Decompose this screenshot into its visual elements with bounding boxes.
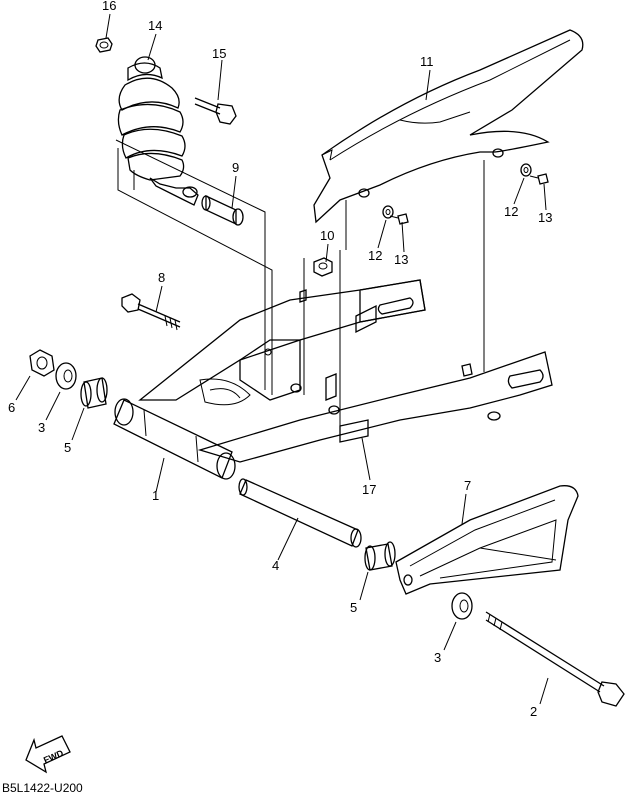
fwd-text: FWD [42, 748, 65, 766]
part-label-2: 2 [530, 704, 537, 719]
pivot-shaft [238, 478, 362, 548]
part-label-6: 6 [8, 400, 15, 415]
rear-shock-absorber [117, 56, 199, 206]
fwd-arrow-icon: FWD [25, 735, 71, 774]
washer-3a [55, 362, 77, 390]
part-label-11: 11 [420, 54, 434, 69]
part-label-9: 9 [232, 160, 239, 175]
washer-12a [382, 205, 394, 219]
part-label-7: 7 [464, 478, 471, 493]
leader-lines [15, 13, 549, 705]
part-label-5b: 5 [350, 600, 357, 615]
swingarm [113, 279, 553, 480]
part-label-5a: 5 [64, 440, 71, 455]
bolt-8 [121, 293, 181, 331]
nut-6 [29, 349, 55, 377]
part-label-14: 14 [148, 18, 162, 33]
part-label-12a: 12 [368, 248, 382, 263]
part-label-13b: 13 [538, 210, 552, 225]
axle-bolt [485, 611, 625, 707]
assembly-guides [115, 139, 485, 430]
part-label-15: 15 [212, 46, 226, 61]
part-label-16: 16 [102, 0, 116, 13]
bushing-5b [364, 541, 396, 571]
part-label-17: 17 [362, 482, 376, 497]
bolt-13a [389, 213, 409, 225]
diagram-code: B5L1422-U200 [2, 781, 83, 795]
collar [201, 194, 244, 226]
bolt-13b [529, 173, 549, 185]
washer-3b [451, 592, 473, 620]
part-label-13a: 13 [394, 252, 408, 267]
part-label-3b: 3 [434, 650, 441, 665]
washer-12b [520, 163, 532, 177]
shock-nut [95, 37, 113, 53]
shock-bolt [194, 97, 237, 125]
chain-guide [395, 485, 579, 595]
part-label-4: 4 [272, 558, 279, 573]
part-label-10: 10 [320, 228, 334, 243]
part-label-1: 1 [152, 488, 159, 503]
bushing-5a [80, 377, 108, 409]
part-labels: 1 2 3 3 4 5 5 6 7 8 9 10 11 12 12 13 13 … [8, 0, 552, 719]
label-decal [339, 419, 369, 443]
nut-10 [313, 257, 333, 277]
chain-case [313, 29, 584, 224]
part-label-12b: 12 [504, 204, 518, 219]
part-label-3a: 3 [38, 420, 45, 435]
part-label-8: 8 [158, 270, 165, 285]
